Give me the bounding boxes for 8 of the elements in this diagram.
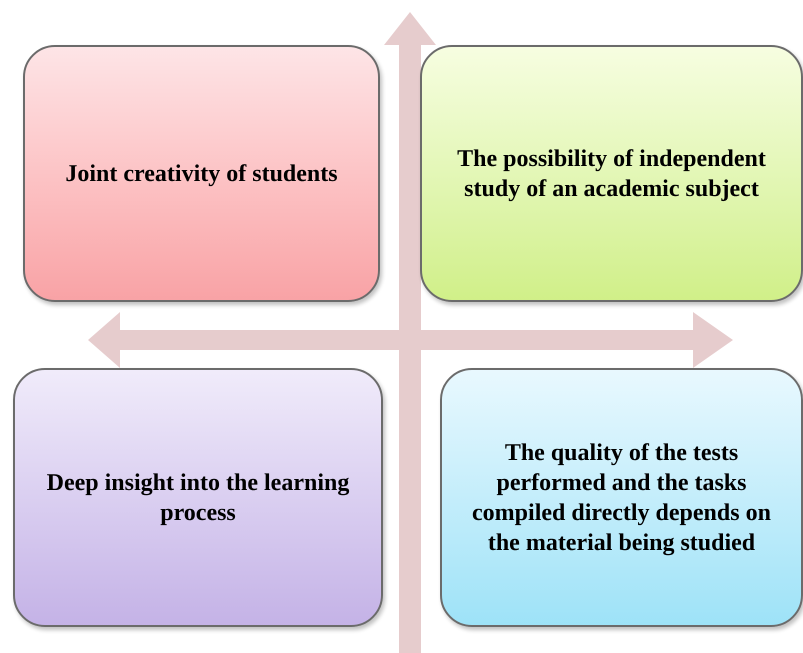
box-text: Joint creativity of students: [65, 160, 338, 188]
rounded-box: [23, 45, 380, 302]
box-text: The possibility of independent study of an academic subject: [456, 144, 767, 204]
rounded-box: [13, 368, 383, 627]
rounded-box: [440, 368, 803, 627]
box-text: The quality of the tests performed and the tasks compiled directly depends on the material being studied: [471, 438, 772, 558]
rounded-box: [420, 45, 803, 302]
box-text: Deep insight into the learning process: [46, 468, 350, 528]
